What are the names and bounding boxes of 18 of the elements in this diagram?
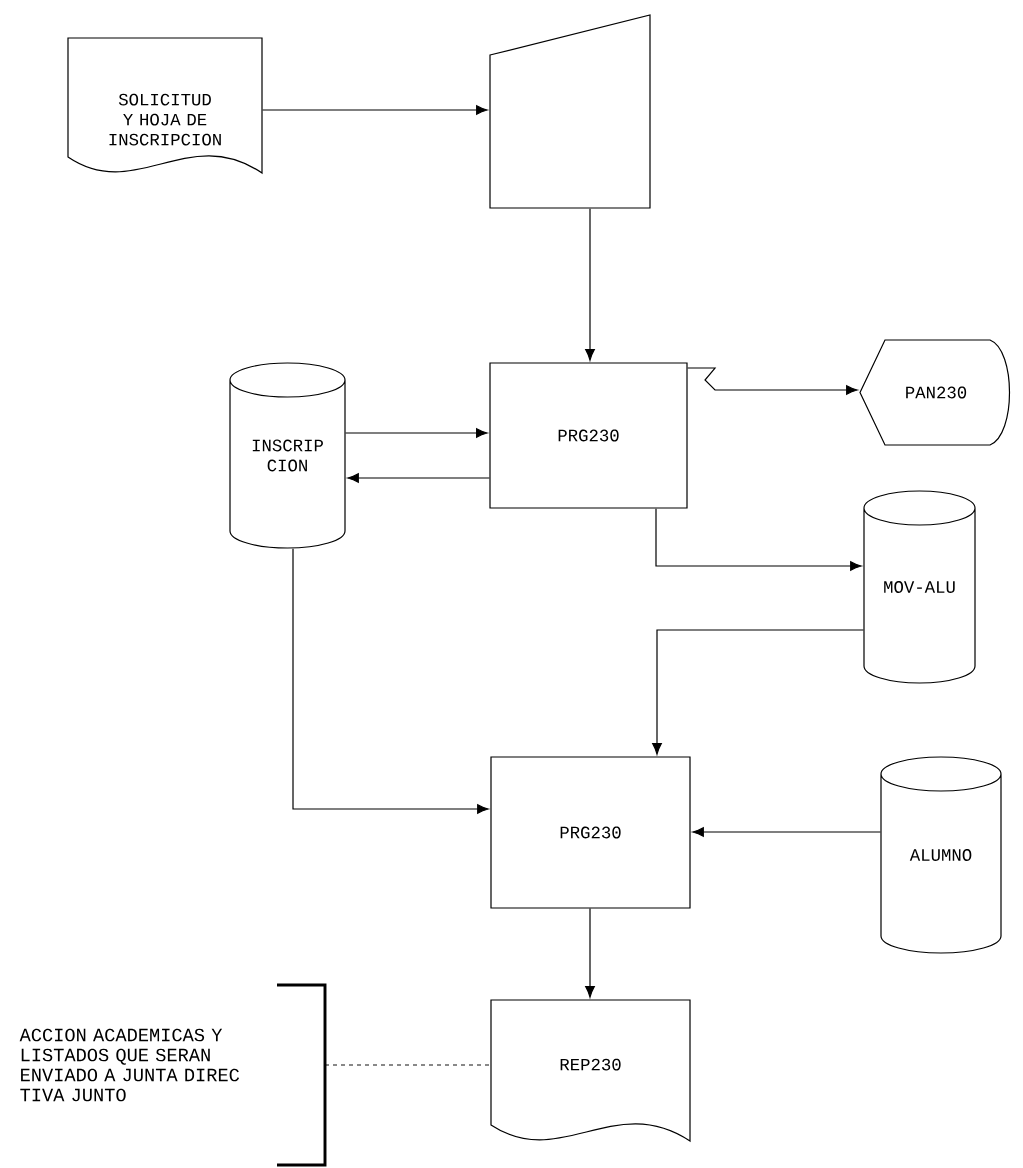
arrow	[585, 208, 595, 361]
arrow	[692, 827, 881, 837]
arrow	[585, 908, 595, 998]
arrow	[347, 473, 490, 483]
arrow	[687, 367, 858, 395]
leader-line	[324, 1064, 491, 1066]
process-box: PRG230	[490, 756, 691, 909]
annotation-note: ACCION ACADEMICAS Y LISTADOS QUE SERAN ENVIADO A JUNTA DIREC TIVA JUNTO	[19, 983, 327, 1167]
arrow	[262, 105, 488, 115]
manual-input-shape	[489, 14, 651, 209]
arrow	[292, 548, 489, 814]
process-box: PRG230	[489, 362, 688, 509]
arrow	[344, 428, 488, 438]
storage-cylinder: INSCRIP CION	[229, 362, 346, 549]
arrow	[652, 629, 865, 755]
storage-cylinder: MOV-ALU	[863, 490, 976, 684]
storage-cylinder: ALUMNO	[880, 756, 1002, 954]
arrow	[655, 508, 862, 571]
